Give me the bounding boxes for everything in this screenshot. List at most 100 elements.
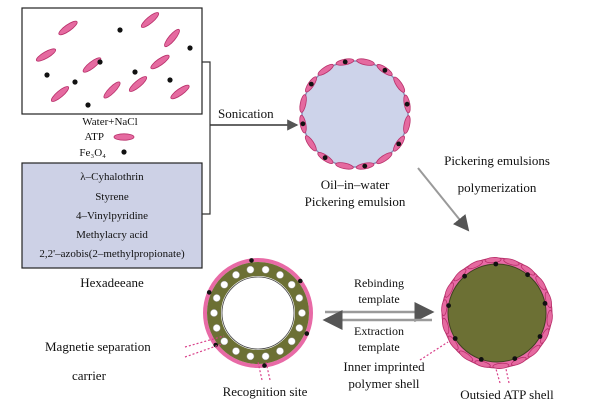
- fe3o4-dot-icon: [404, 101, 410, 107]
- fe3o4-dot-icon: [446, 303, 451, 308]
- fe3o4-dot-icon: [462, 273, 467, 279]
- atp-rod-icon: [540, 328, 550, 344]
- fe3o4-dot-icon: [300, 121, 306, 127]
- fe3o4-dot-icon: [537, 334, 543, 339]
- fe3o4-dot-icon: [249, 258, 254, 263]
- recognition-cavity: [212, 294, 221, 302]
- reagent-item: 2,2'–azobis(2–methylpropionate): [39, 248, 185, 260]
- fe3o4-dot-icon: [72, 79, 78, 85]
- emulsion-droplet: [301, 60, 409, 168]
- atp-rod-icon: [403, 115, 411, 134]
- recognition-cavity: [287, 337, 296, 346]
- fe3o4-dot-icon: [308, 81, 314, 87]
- callouts: Magnetie separation carrier Recognition …: [45, 335, 554, 402]
- atp-shell-particle: [441, 257, 553, 369]
- fe3o4-dot-icon: [132, 69, 138, 75]
- left-fe3o4-dots: [206, 258, 310, 368]
- hexadecane-caption: Hexadeeane: [80, 275, 144, 290]
- pointer-line: [265, 361, 271, 381]
- inner-shell-label-line1: Inner imprinted: [343, 359, 425, 374]
- pointer-line: [184, 335, 225, 348]
- arrow-icon: [417, 167, 470, 232]
- atp-rod-icon: [459, 350, 474, 362]
- fe3o4-dot-icon: [362, 163, 368, 169]
- atp-rod-icon: [304, 135, 317, 152]
- atp-rod-icon: [546, 309, 553, 327]
- magnetic-label-line1: Magnetie separation: [45, 339, 151, 354]
- fe3o4-dot-icon: [44, 72, 50, 78]
- atp-rod-icon: [474, 360, 491, 368]
- fe3o4-dot-icon: [187, 45, 193, 51]
- recognition-cavity: [295, 324, 304, 332]
- core: [221, 276, 295, 350]
- atp-rod-icon: [492, 362, 510, 369]
- reagent-item: Methylacry acid: [76, 229, 148, 241]
- atp-rod-icon: [82, 57, 102, 73]
- pointer-line: [184, 343, 223, 358]
- atp-rod-icon: [356, 58, 375, 66]
- magnetic-carrier-particle: [203, 258, 313, 368]
- fe3o4-dot-icon: [493, 261, 499, 267]
- atp-rod-icon: [299, 94, 307, 113]
- outer-shell-label: Outsied ATP shell: [460, 387, 554, 402]
- pointer-line: [505, 368, 510, 384]
- recognition-cavity: [220, 280, 229, 289]
- right-atp-rods: [441, 257, 553, 369]
- atp-rod-icon: [467, 260, 483, 270]
- atp-rod-icon: [441, 299, 448, 317]
- recognition-cavity: [261, 352, 270, 361]
- atp-rod-icon: [376, 152, 393, 165]
- atp-rod-icon: [544, 291, 553, 309]
- atp-rod-icon: [535, 276, 547, 291]
- atp-rod-icon: [50, 86, 70, 102]
- atp-rods-group: [35, 12, 190, 102]
- fe3o4-dot-icon: [542, 301, 548, 306]
- pointer-line: [495, 368, 501, 384]
- fe3o4-dot-icon: [298, 278, 303, 284]
- atp-rod-icon: [113, 133, 135, 141]
- reagent-item: Styrene: [95, 191, 129, 203]
- atp-rod-icon: [520, 264, 535, 276]
- atp-rod-icon: [140, 12, 160, 28]
- pointer-line: [257, 361, 263, 381]
- recognition-cavity: [232, 347, 240, 355]
- mixture-panel: [21, 7, 203, 115]
- pickering-emulsion: Oil–in–water Pickering emulsion: [299, 58, 411, 209]
- emulsion-label-line2: Pickering emulsion: [305, 194, 406, 209]
- reagent-item: λ–Cyhalothrin: [80, 171, 144, 183]
- recognition-cavity: [220, 337, 229, 346]
- atp-rod-icon: [128, 76, 148, 92]
- extraction-label-line1: Extraction: [354, 324, 404, 338]
- fe3o4-dot-icon: [342, 59, 348, 65]
- emulsion-label-line1: Oil–in–water: [321, 177, 390, 192]
- atp-rod-icon: [511, 356, 527, 366]
- atp-rod-icon: [317, 63, 334, 76]
- polymerization-label-line1: Pickering emulsions: [444, 153, 550, 168]
- mixture-legend: Water+NaCl ATP Fe₃O₄: [79, 116, 137, 159]
- recognition-cavities: [210, 265, 306, 361]
- atp-rod-icon: [150, 54, 170, 70]
- atp-rod-icon: [484, 257, 502, 264]
- reagent-item: 4–Vinylpyridine: [76, 210, 148, 222]
- fe3o4-dot-icon: [478, 357, 484, 362]
- atp-rod-icon: [103, 81, 121, 99]
- atp-rod-icon: [453, 268, 467, 282]
- pointer-line: [419, 341, 449, 361]
- atp-rod-icon: [335, 162, 354, 170]
- atp-rod-icon: [58, 20, 78, 36]
- rebinding-label-line2: template: [358, 292, 399, 306]
- inner-shell-label-line2: polymer shell: [348, 376, 420, 391]
- recognition-cavity: [276, 271, 284, 279]
- fe3o4-dot-icon: [262, 363, 267, 368]
- magnetic-label-line2: carrier: [72, 368, 107, 383]
- recognition-site-label: Recognition site: [223, 384, 308, 399]
- atp-rod-icon: [527, 344, 541, 358]
- fe3o4-dot-icon: [85, 102, 91, 108]
- outer-pink-shell: [203, 258, 313, 368]
- inner-imprinted-shell: [447, 263, 547, 363]
- right-fe3o4-dots: [446, 261, 548, 362]
- extraction-label-line2: template: [358, 340, 399, 354]
- recognition-cavity: [298, 309, 306, 317]
- rebinding-label-line1: Rebinding: [354, 276, 404, 290]
